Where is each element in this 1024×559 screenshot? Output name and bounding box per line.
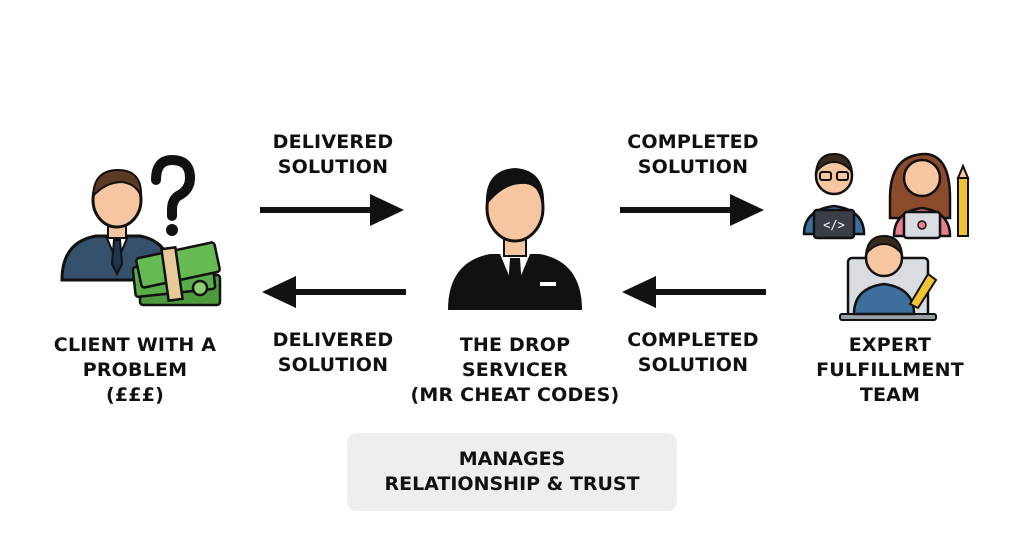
arrow-right-top-right — [620, 194, 764, 226]
arrow-left-bottom-right — [622, 276, 766, 308]
manages-relationship-box: MANAGES RELATIONSHIP & TRUST — [347, 433, 677, 511]
team-icon: </> — [802, 152, 970, 321]
arrow-left-bottom-left — [262, 276, 406, 308]
designer-icon — [888, 152, 970, 240]
manages-line-1: MANAGES — [458, 448, 566, 470]
developer-icon: </> — [802, 152, 866, 240]
question-mark-icon — [151, 154, 196, 236]
top-left-arrow-label: DELIVERED SOLUTION — [272, 131, 394, 178]
bottom-left-arrow-label: DELIVERED SOLUTION — [272, 329, 394, 376]
team-label: EXPERT FULFILLMENT TEAM — [816, 334, 964, 406]
arrow-right-top-left — [260, 194, 404, 226]
manages-line-2: RELATIONSHIP & TRUST — [384, 473, 640, 495]
top-right-arrow-label: COMPLETED SOLUTION — [627, 131, 759, 178]
bottom-right-arrow-label: COMPLETED SOLUTION — [627, 329, 759, 376]
cash-stack-icon — [131, 241, 222, 307]
client-with-cash-icon — [60, 154, 222, 307]
servicer-label: THE DROP SERVICER (MR CHEAT CODES) — [410, 334, 620, 406]
editor-icon — [839, 234, 938, 321]
businessman-icon — [448, 168, 582, 310]
svg-text:</>: </> — [823, 218, 845, 232]
client-label: CLIENT WITH A PROBLEM (£££) — [53, 334, 217, 406]
